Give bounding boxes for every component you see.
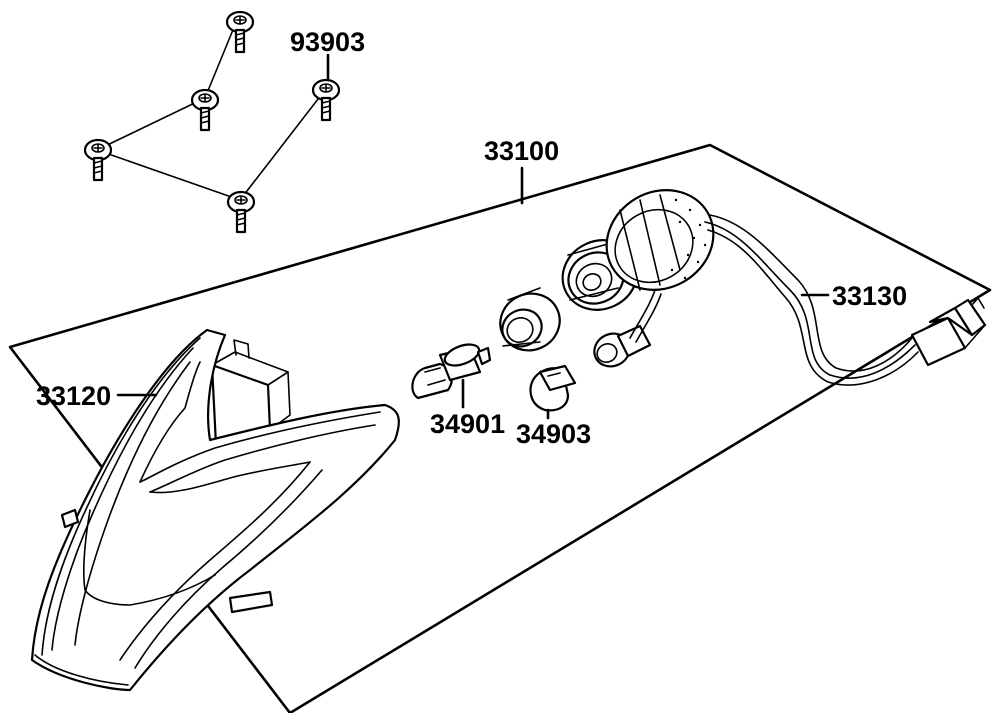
bulb-34901 [411,343,492,409]
socket-ring [499,287,561,352]
callout-93903: 93903 [290,27,365,57]
callout-33120: 33120 [36,381,111,411]
bolt [311,78,341,122]
bulb-34903 [529,364,577,420]
bolt [83,138,113,182]
callout-33100: 33100 [484,136,559,166]
small-socket [593,324,652,368]
callout-34901: 34901 [430,409,505,439]
harness-housing [605,189,987,386]
callout-34903: 34903 [516,419,591,449]
rim-dots [670,198,707,280]
bolt-set [83,10,341,234]
lens-housing [30,328,400,692]
bolt [225,10,255,54]
bolt [226,190,256,234]
bolt [190,88,220,132]
callout-33130: 33130 [832,281,907,311]
